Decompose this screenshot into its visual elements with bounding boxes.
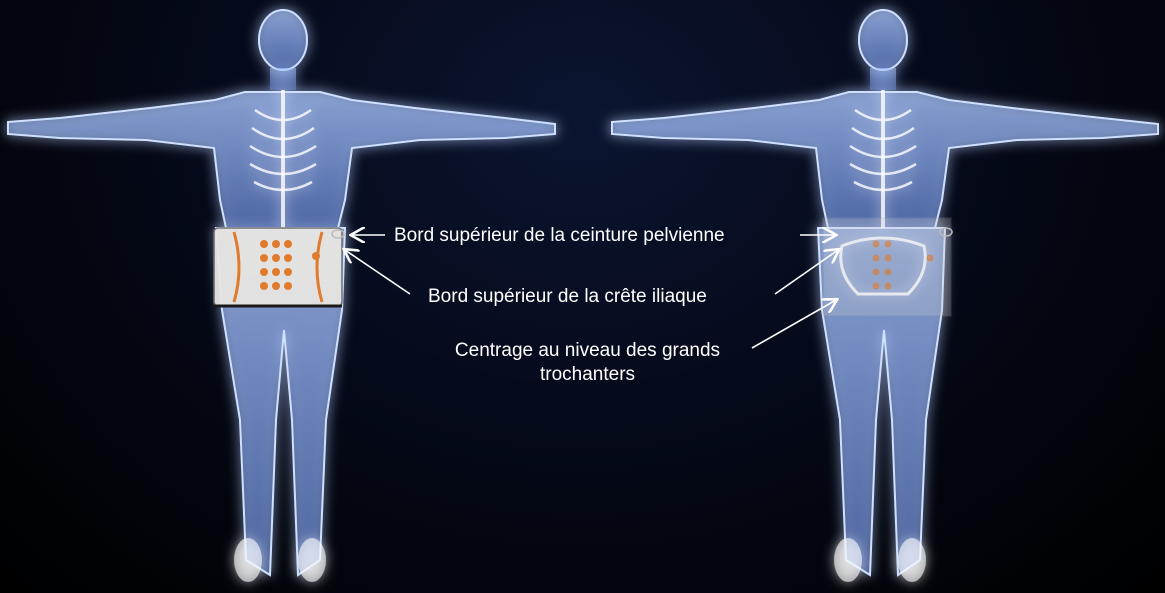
right-head — [859, 10, 907, 70]
right-foot-left — [834, 538, 862, 582]
left-pelvic-belt — [214, 228, 344, 306]
left-foot-left — [234, 538, 262, 582]
label-trochanters-centering: Centrage au niveau des grands trochanter… — [450, 339, 725, 387]
right-foot-right — [898, 538, 926, 582]
arrow-crest-left — [345, 250, 410, 294]
label-iliac-crest-upper-edge: Bord supérieur de la crête iliaque — [428, 285, 707, 309]
left-head — [259, 10, 307, 70]
right-belt-overlay — [823, 218, 951, 316]
left-neck — [270, 68, 296, 90]
left-belt-body — [214, 228, 342, 306]
label-belt-upper-edge: Bord supérieur de la ceinture pelvienne — [394, 224, 725, 248]
right-pelvic-belt-translucent — [823, 218, 952, 316]
right-neck — [870, 68, 896, 90]
left-foot-right — [298, 538, 326, 582]
